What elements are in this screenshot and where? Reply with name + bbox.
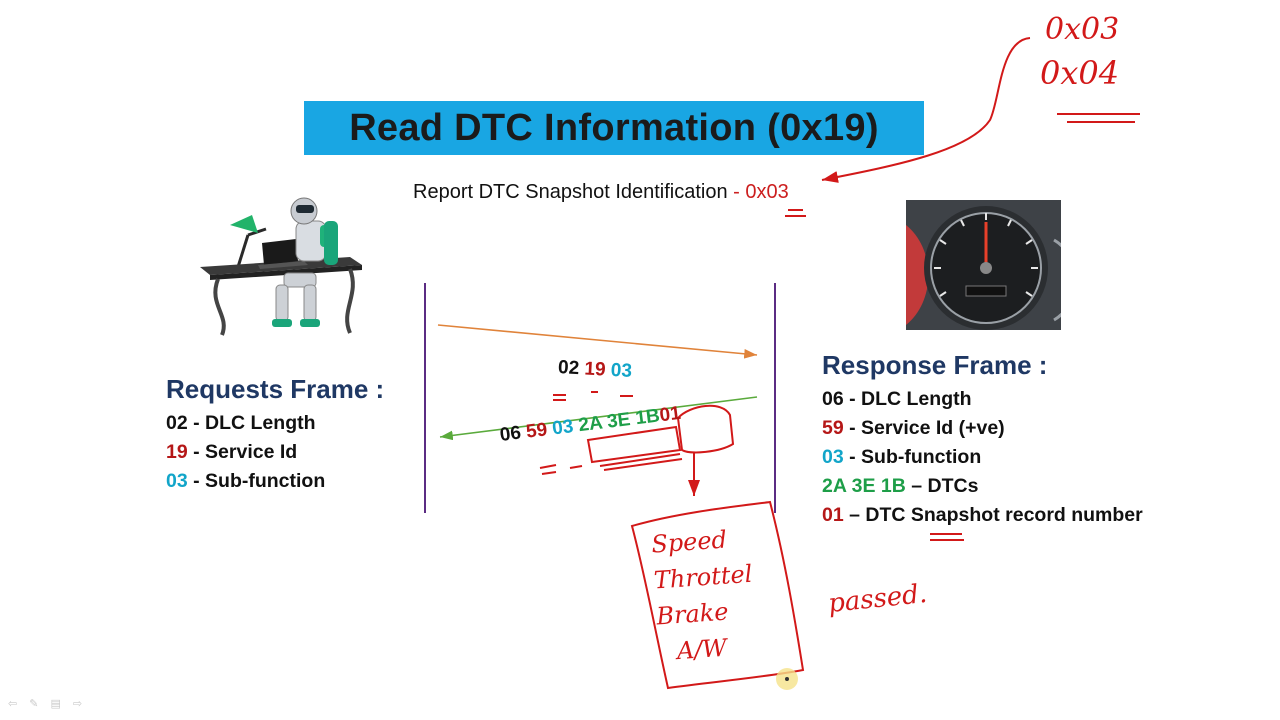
ink-note-box [630, 500, 805, 690]
request-frame-heading: Requests Frame : [166, 374, 385, 404]
ink-signal-list: Speed Throttel Brake A/W [650, 518, 790, 671]
prev-slide-icon[interactable]: ⇦ [8, 698, 18, 710]
ink-pointer-arrow [821, 37, 1031, 183]
response-line-dlc: 06 - DLC Length [822, 385, 1143, 414]
request-line-service: 19 - Service Id [166, 438, 384, 467]
response-byte-service: 59 [524, 419, 549, 443]
response-record-code: 01 [822, 504, 844, 526]
response-line-record: 01 – DTC Snapshot record number [822, 501, 1143, 530]
response-dlc-code: 06 [822, 388, 844, 410]
request-byte-dlc: 02 [557, 357, 580, 380]
response-byte-subfunction: 03 [551, 416, 575, 440]
ink-note-0x04: 0x04 [1040, 54, 1120, 92]
response-line-service: 59 - Service Id (+ve) [822, 414, 1143, 443]
response-line-dtcs: 2A 3E 1B – DTCs [822, 472, 1143, 501]
ink-record-box [676, 404, 735, 454]
request-subfunction-text: - Sub-function [187, 470, 326, 492]
subtitle-code: - 0x03 [733, 181, 789, 203]
ink-note-0x03: 0x03 [1045, 12, 1120, 47]
response-frame-legend: Response Frame : 06 - DLC Length 59 - Se… [822, 350, 1143, 530]
request-message: 02 19 03 [557, 357, 633, 383]
response-subfunction-text: - Sub-function [843, 446, 982, 468]
response-dtcs-code: 2A 3E 1B [822, 475, 906, 497]
request-dlc-code: 02 [166, 412, 188, 434]
request-byte-subfunction: 03 [610, 359, 633, 382]
response-service-code: 59 [822, 417, 844, 439]
response-frame-heading: Response Frame : [822, 350, 1048, 380]
request-arrow [437, 324, 758, 359]
response-byte-dlc: 06 [498, 422, 523, 446]
response-line-subfunction: 03 - Sub-function [822, 443, 1143, 472]
request-line-subfunction: 03 - Sub-function [166, 467, 384, 496]
request-byte-service: 19 [583, 358, 607, 381]
response-dtcs-text: – DTCs [905, 475, 979, 497]
slide-subtitle: Report DTC Snapshot Identification - 0x0… [413, 181, 789, 204]
request-dlc-text: - DLC Length [187, 412, 316, 434]
ecu-speedometer-icon [906, 200, 1061, 330]
pen-tool-icon[interactable]: ✎ [29, 698, 39, 710]
request-frame-legend: Requests Frame : 02 - DLC Length 19 - Se… [166, 374, 384, 496]
response-byte-record: 01 [658, 402, 682, 427]
request-subfunction-code: 03 [166, 470, 188, 492]
slide-title-banner: Read DTC Information (0x19) [304, 101, 924, 155]
response-service-text: - Service Id (+ve) [843, 417, 1005, 439]
response-record-text: – DTC Snapshot record number [843, 504, 1143, 526]
request-line-dlc: 02 - DLC Length [166, 409, 384, 438]
request-service-code: 19 [166, 441, 188, 463]
response-arrow [439, 396, 758, 441]
slide-title: Read DTC Information (0x19) [349, 106, 879, 149]
next-slide-icon[interactable]: ⇨ [72, 698, 83, 710]
tester-robot-icon [200, 195, 370, 345]
response-dlc-text: - DLC Length [843, 388, 972, 410]
slide-nav-controls: ⇦ ✎ ▤ ⇨ [8, 697, 82, 710]
subtitle-label: Report DTC Snapshot Identification [413, 181, 734, 203]
ink-dtc-box [586, 425, 682, 464]
request-service-text: - Service Id [187, 441, 298, 463]
response-subfunction-code: 03 [822, 446, 844, 468]
slide-menu-icon[interactable]: ▤ [50, 698, 61, 710]
